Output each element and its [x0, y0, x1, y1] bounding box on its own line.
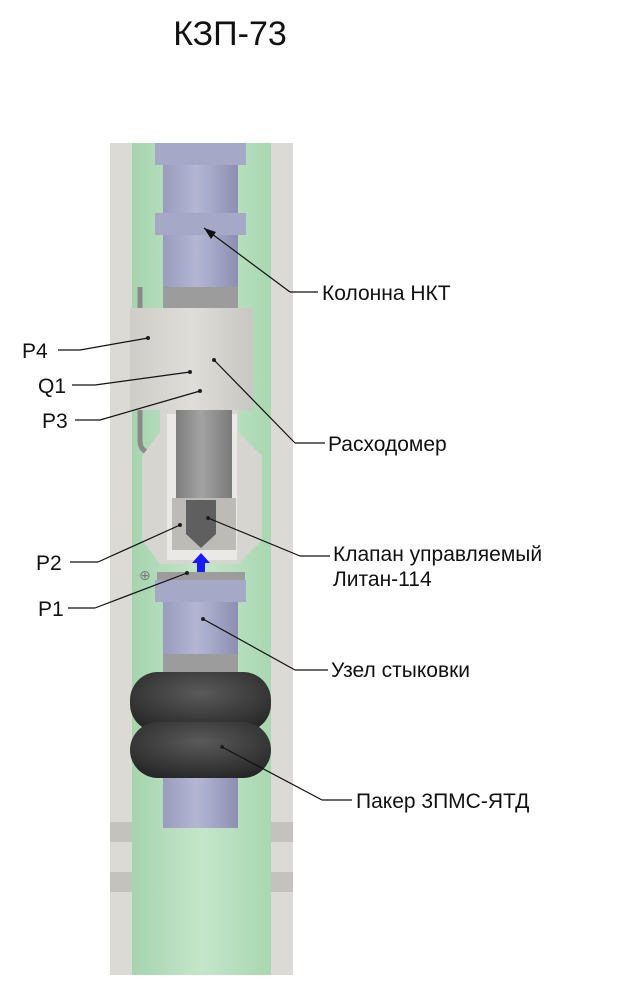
leader-p1-diag — [94, 572, 188, 609]
packer-upper-element — [130, 672, 271, 732]
valve-plunger — [186, 500, 216, 548]
packer — [130, 672, 271, 828]
leader-p2-diag — [97, 524, 181, 563]
tubing-coupling — [155, 213, 246, 235]
leader-valve — [207, 517, 301, 557]
label-p3: P3 — [42, 410, 68, 433]
packer-mandrel — [163, 778, 238, 828]
casing-wall-left — [110, 143, 132, 975]
docking-coupling — [155, 580, 246, 602]
leader-packer — [221, 746, 323, 801]
leader-q1-diag — [94, 371, 191, 386]
label-valve-line2: Литан-114 — [333, 568, 432, 591]
label-tubing: Колонна НКТ — [322, 282, 451, 305]
valve-stem — [176, 410, 232, 498]
label-docking: Узел стыковки — [331, 659, 470, 682]
docking-pipe — [163, 602, 238, 658]
leader-p4-diag — [79, 337, 149, 351]
leader-flowmeter — [213, 359, 296, 444]
callouts: Колонна НКТ Расходомер Клапан управляемы… — [22, 282, 542, 813]
label-packer: Пакер 3ПМС-ЯТД — [356, 790, 529, 813]
label-q1: Q1 — [38, 375, 66, 398]
packer-lower-element — [130, 722, 271, 778]
tubing-collar-grey — [163, 287, 238, 309]
tubing-top-coupling — [155, 143, 246, 165]
label-p4: P4 — [22, 340, 48, 363]
casing-wall-right — [271, 143, 293, 975]
leader-lines — [58, 227, 352, 801]
casing-joint-left — [110, 822, 132, 842]
diagram-title: КЗП-73 — [173, 15, 287, 53]
label-valve-line1: Клапан управляемый — [333, 543, 542, 566]
label-flowmeter: Расходомер — [328, 433, 447, 456]
leader-tubing-arrowhead — [204, 228, 216, 239]
casing-joint-right-2 — [271, 872, 293, 892]
flow-arrow-icon — [192, 553, 210, 574]
flowmeter-body — [130, 308, 253, 410]
label-p1: P1 — [38, 598, 64, 621]
label-p2: P2 — [36, 552, 62, 575]
casing — [110, 143, 293, 975]
casing-joint-left-2 — [110, 872, 132, 892]
leader-tubing — [203, 227, 291, 293]
leader-docking — [202, 618, 296, 671]
tubing-column — [155, 143, 246, 309]
check-mark-icon: ⊕ — [139, 568, 151, 584]
docking-unit — [155, 572, 246, 678]
leader-p3-diag — [99, 390, 201, 421]
casing-joint-right — [271, 822, 293, 842]
